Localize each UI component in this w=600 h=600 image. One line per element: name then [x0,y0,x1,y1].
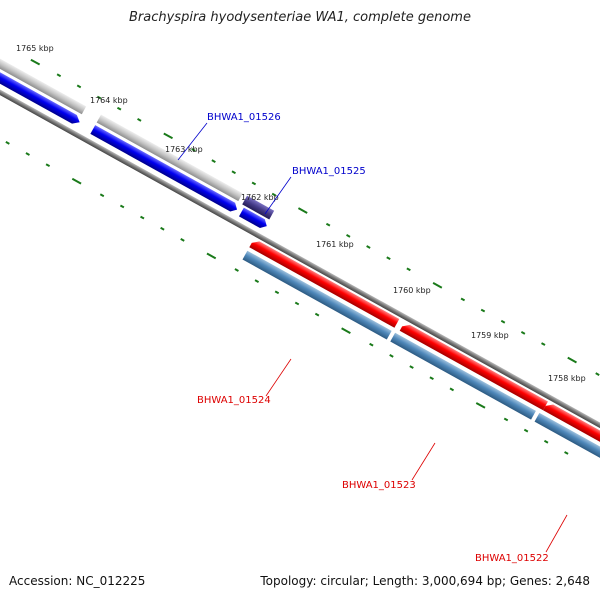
accession-text: Accession: NC_012225 [9,574,146,588]
cds-arrow-BHWA1_01526[interactable] [90,125,239,214]
genome-track-group [0,41,600,475]
cds-arrow-BHWA1_01526-left[interactable] [0,52,82,126]
cds-arrow-BHWA1_01525[interactable] [238,207,269,231]
steel-gene-bar[interactable] [390,332,536,420]
gene-label-BHWA1_01523[interactable]: BHWA1_01523 [342,480,416,491]
steel-gene-bar[interactable] [242,250,392,340]
map-title: Brachyspira hyodysenteriae WA1, complete… [129,10,471,25]
scale-label-1761: 1761 kbp [316,240,354,249]
scale-labels: 1765 kbp 1764 kbp 1763 kbp 1762 kbp 1761… [16,44,586,383]
gene-labels: BHWA1_01526 BHWA1_01525 BHWA1_01524 BHWA… [197,112,549,564]
gene-label-BHWA1_01524[interactable]: BHWA1_01524 [197,395,271,406]
scale-label-1759: 1759 kbp [471,331,509,340]
forward-cds-row [249,239,600,459]
grey-gene-row [0,41,243,202]
genome-summary-text: Topology: circular; Length: 3,000,694 bp… [260,574,590,588]
gene-leader-lines [177,122,568,553]
gene-label-BHWA1_01526[interactable]: BHWA1_01526 [207,112,281,123]
inner-tick-row [5,140,569,455]
cds-arrow-BHWA1_01524[interactable] [249,239,400,328]
reverse-cds-row [0,52,269,231]
scale-label-1765: 1765 kbp [16,44,54,53]
outer-tick-row [30,58,600,376]
cds-arrow-BHWA1_01522[interactable] [543,402,600,459]
scale-label-1760: 1760 kbp [393,286,431,295]
scale-label-1762: 1762 kbp [241,193,279,202]
grey-gene-bar[interactable] [96,114,243,202]
genome-backbone [0,55,600,449]
steel-gene-bar[interactable] [534,412,600,475]
grey-gene-bar[interactable] [0,41,87,115]
steel-gene-row [242,250,600,475]
scale-label-1758: 1758 kbp [548,374,586,383]
scale-label-1764: 1764 kbp [90,96,128,105]
scale-label-1763: 1763 kbp [165,145,203,154]
gene-label-BHWA1_01522[interactable]: BHWA1_01522 [475,553,549,564]
dark-gene-block[interactable] [242,195,275,220]
gene-label-BHWA1_01525[interactable]: BHWA1_01525 [292,166,366,177]
cds-arrow-BHWA1_01523[interactable] [399,322,548,411]
